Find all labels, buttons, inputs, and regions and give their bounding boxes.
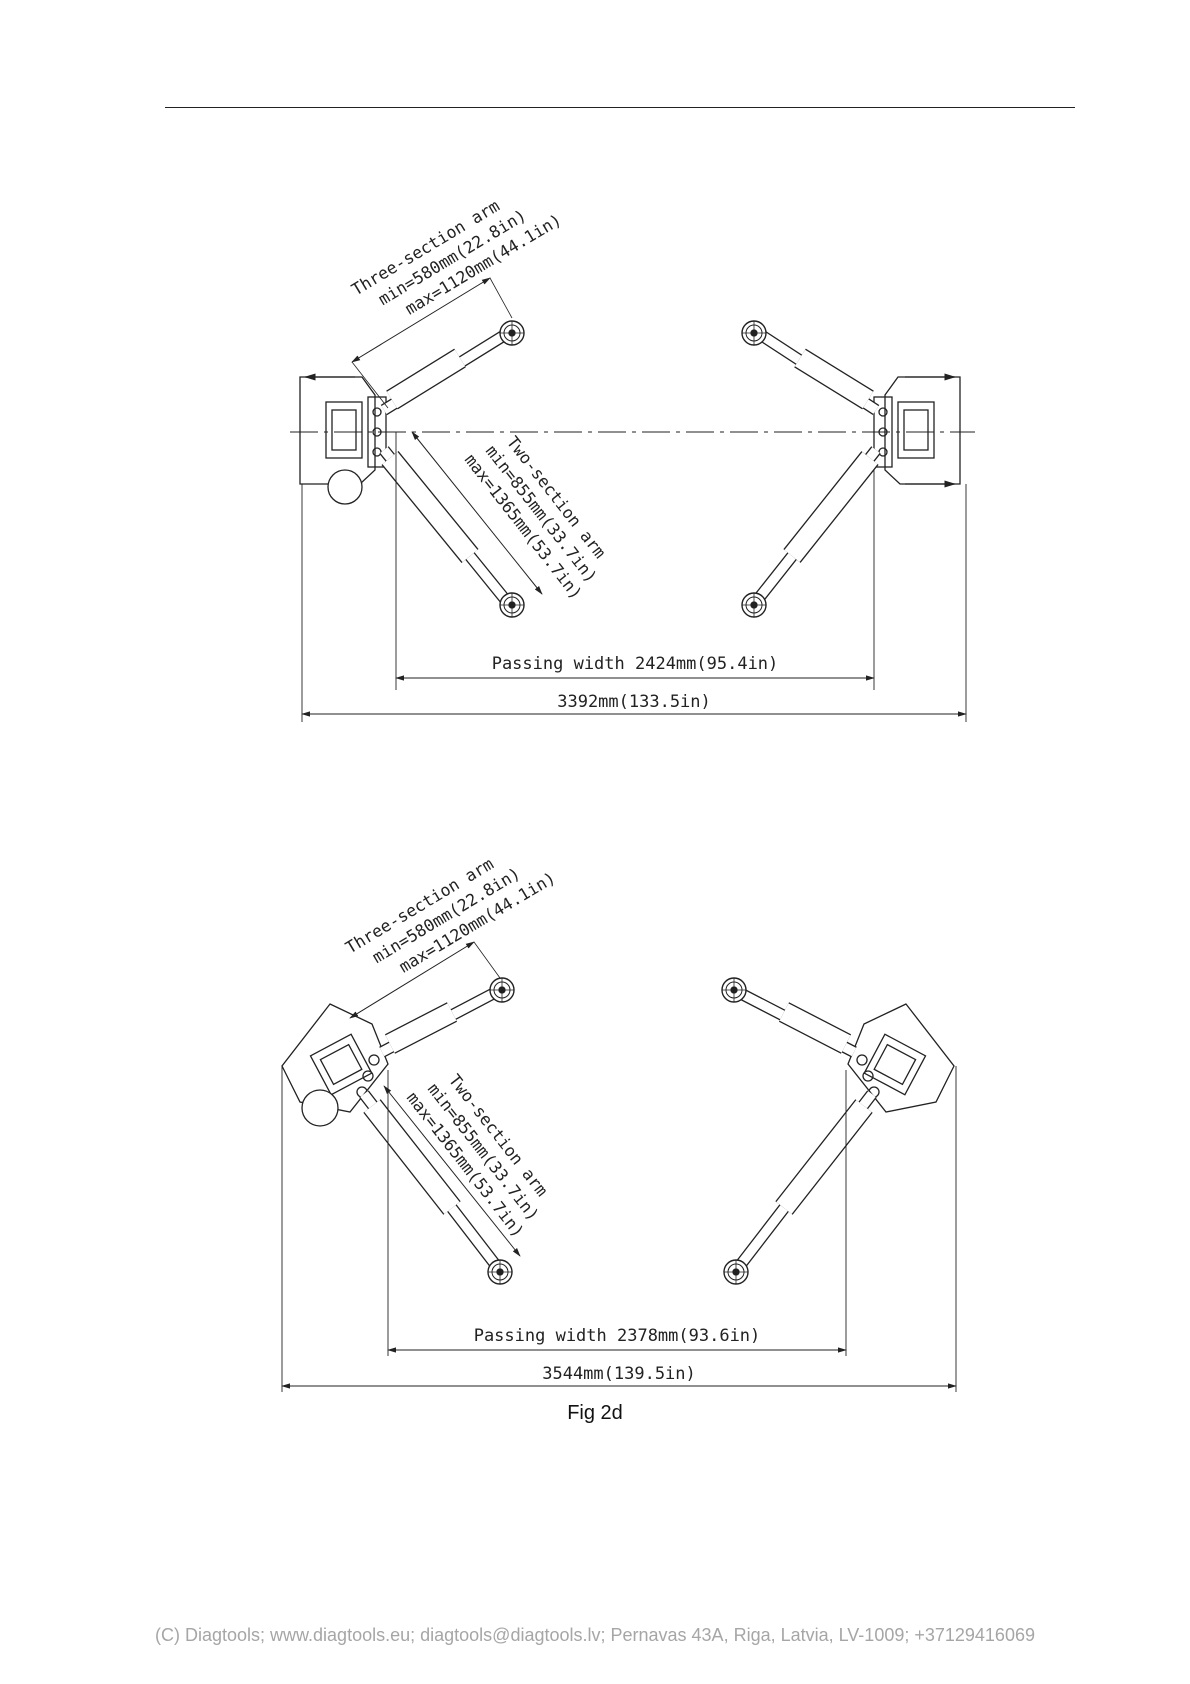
top-passing-width-label: Passing width 2424mm(95.4in): [492, 654, 779, 674]
top-arm-right-lower: [750, 446, 881, 607]
bottom-left-column: [281, 1003, 389, 1127]
bottom-arm-right-upper: [731, 984, 857, 1058]
bottom-pad-right-lower: [723, 1259, 749, 1285]
footer-contact: (C) Diagtools; www.diagtools.eu; diagtoo…: [155, 1625, 1035, 1645]
bottom-overall-width-label: 3544mm(139.5in): [542, 1364, 696, 1384]
top-arm-left-upper: [380, 327, 512, 416]
top-overall-width-label: 3392mm(133.5in): [557, 692, 711, 712]
bottom-three-arm-dim: [349, 941, 475, 1019]
bottom-two-arm-dim: [383, 1085, 521, 1257]
top-pad-right-lower: [741, 592, 767, 618]
top-pad-left-lower: [499, 592, 525, 618]
top-three-arm-dim: [351, 277, 491, 363]
bottom-pad-right-upper: [721, 977, 747, 1003]
bottom-right-column: [847, 1003, 955, 1113]
top-two-arm-dim: [411, 431, 543, 595]
top-pad-left-upper: [499, 320, 525, 346]
bottom-pad-left-upper: [489, 977, 515, 1003]
top-figure: [290, 277, 975, 722]
bottom-figure: [281, 941, 957, 1392]
figure-caption: Fig 2d: [567, 1402, 623, 1424]
top-arm-right-upper: [754, 327, 880, 416]
bottom-pad-left-lower: [487, 1259, 513, 1285]
top-three-arm-label: Three-section arm min=580mm(22.8in) max=…: [348, 196, 565, 318]
top-right-column: [873, 373, 961, 488]
header-rule: [165, 107, 1075, 108]
bottom-arm-right-lower: [733, 1090, 877, 1272]
bottom-arm-left-upper: [379, 984, 503, 1058]
top-pad-right-upper: [741, 320, 767, 346]
bottom-passing-width-label: Passing width 2378mm(93.6in): [474, 1326, 761, 1346]
top-left-column: [299, 373, 387, 505]
top-two-arm-max: max=1365mm(53.7in): [461, 450, 586, 603]
bottom-three-arm-label: Three-section arm min=580mm(22.8in) max=…: [342, 854, 559, 976]
bottom-two-arm-label: Two-section arm min=855mm(33.7in) max=13…: [403, 1071, 552, 1241]
